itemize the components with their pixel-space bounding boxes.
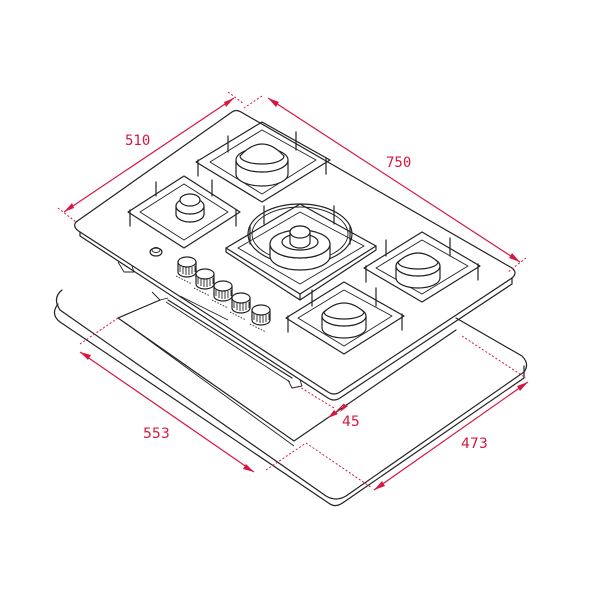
dimension-510 <box>57 91 245 223</box>
countertop <box>53 289 528 507</box>
burner-semi-rapid-back <box>195 121 331 203</box>
dimension-473 <box>305 335 529 491</box>
ignition-button <box>149 247 163 257</box>
dimension-label-510: 510 <box>125 133 151 149</box>
dimension-label-473: 473 <box>461 436 488 452</box>
dimension-45 <box>297 385 348 418</box>
dimension-553 <box>79 317 307 473</box>
burner-rapid-front <box>285 281 405 355</box>
dimension-750 <box>243 95 527 273</box>
burner-auxiliary-left <box>127 175 241 249</box>
dimension-label-553: 553 <box>143 426 170 442</box>
control-knob-2 <box>193 268 215 297</box>
dimension-label-45: 45 <box>342 414 360 430</box>
control-knob-5 <box>249 304 271 333</box>
dimension-label-750: 750 <box>386 155 412 171</box>
control-knobs <box>175 256 271 333</box>
control-knob-1 <box>175 256 197 285</box>
burner-semi-rapid-right <box>363 231 481 303</box>
control-knob-4 <box>229 292 251 321</box>
burner-wok-center <box>225 203 377 301</box>
